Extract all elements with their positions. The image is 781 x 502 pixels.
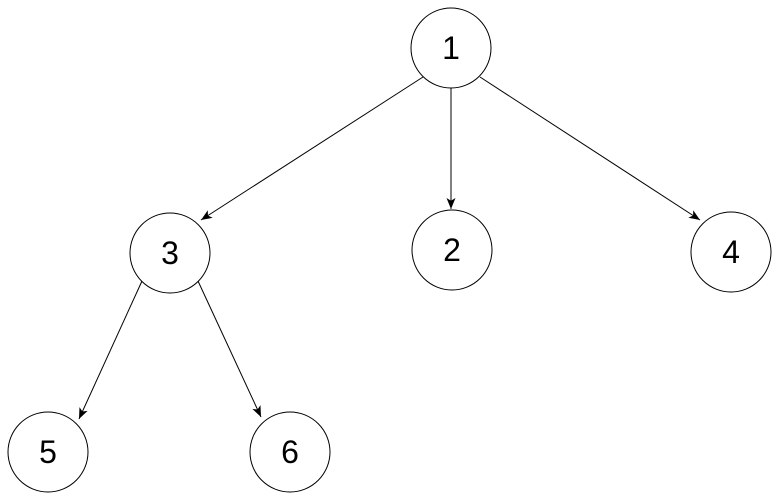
tree-node-3: 3	[129, 212, 211, 294]
edge-1-3	[200, 76, 424, 221]
edge-1-4	[479, 76, 701, 221]
node-label-1: 1	[442, 30, 460, 66]
edges-layer	[78, 76, 701, 420]
node-label-5: 5	[39, 434, 57, 470]
tree-node-4: 4	[690, 211, 772, 293]
node-label-6: 6	[281, 434, 299, 470]
node-circle-2	[411, 209, 493, 291]
node-circle-4	[690, 211, 772, 293]
tree-node-5: 5	[7, 411, 89, 493]
node-circle-5	[7, 411, 89, 493]
tree-node-2: 2	[411, 209, 493, 291]
tree-node-1: 1	[410, 7, 492, 89]
nodes-layer: 1 2 3 4 5 6	[7, 7, 772, 493]
node-circle-6	[249, 411, 331, 493]
node-circle-1	[410, 7, 492, 89]
node-label-2: 2	[443, 232, 461, 268]
tree-node-6: 6	[249, 411, 331, 493]
node-label-4: 4	[722, 234, 740, 270]
node-circle-3	[129, 212, 211, 294]
edge-3-5	[78, 280, 143, 420]
node-label-3: 3	[161, 235, 179, 271]
edge-3-6	[197, 280, 262, 418]
